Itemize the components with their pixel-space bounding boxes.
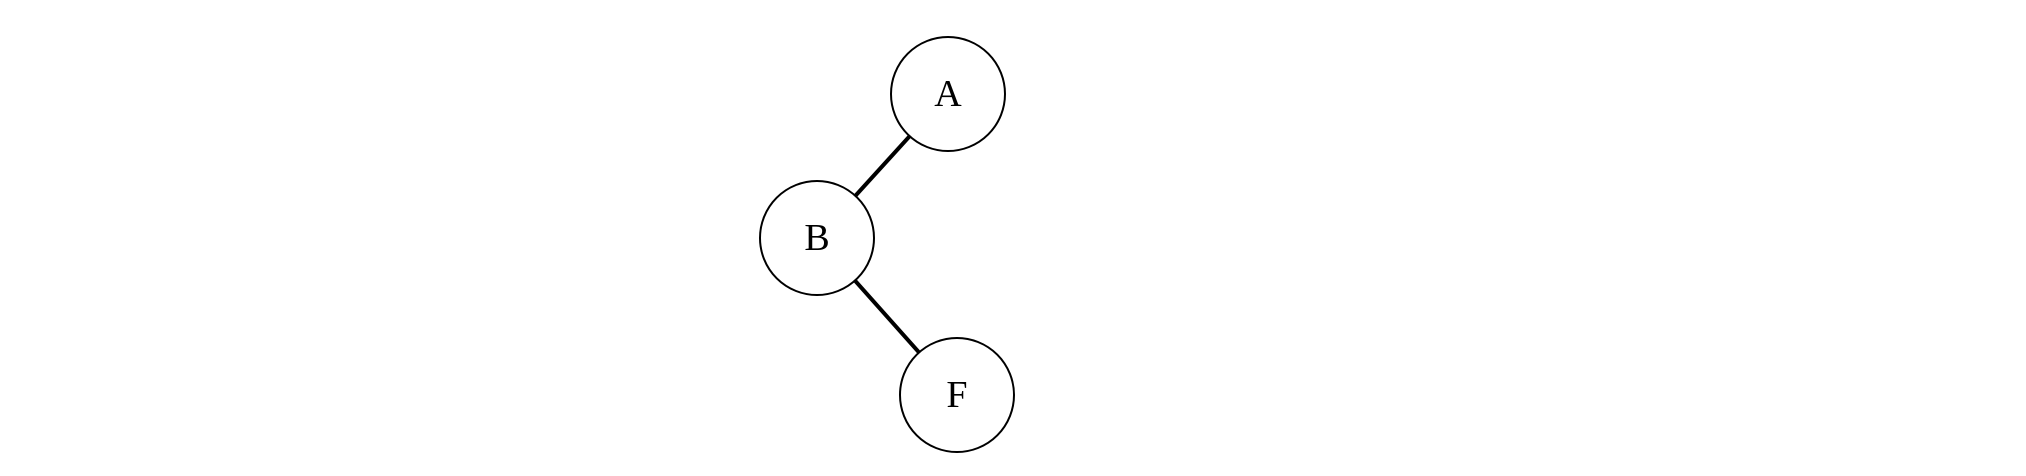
graph-node-f[interactable]: F: [899, 337, 1015, 453]
node-b-label: B: [804, 217, 829, 259]
node-f-label: F: [946, 374, 967, 416]
graph-node-b[interactable]: B: [759, 180, 875, 296]
node-a-circle[interactable]: [890, 36, 1006, 152]
node-b-circle[interactable]: [759, 180, 875, 296]
node-f-circle[interactable]: [899, 337, 1015, 453]
graph-node-a[interactable]: A: [890, 36, 1006, 152]
node-a-label: A: [934, 73, 962, 115]
node-layer: A B F: [759, 36, 1015, 453]
